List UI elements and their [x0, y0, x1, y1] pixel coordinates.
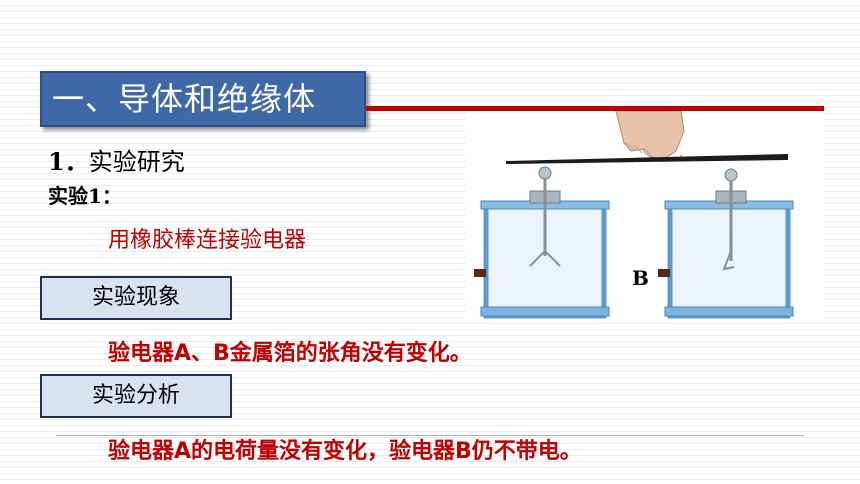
slide-title: 一、导体和绝缘体: [40, 71, 366, 127]
section-number: 1．: [48, 147, 89, 176]
phenomenon-label: 实验现象: [40, 276, 232, 320]
analysis-label: 实验分析: [40, 374, 232, 418]
experiment-label: 实验1：: [48, 184, 122, 208]
analysis-text: 验电器A的电荷量没有变化，验电器B仍不带电。: [108, 439, 582, 464]
electroscope-a: [474, 166, 610, 319]
section-heading: 1．实验研究: [48, 142, 185, 177]
electroscope-photo: A B: [447, 110, 823, 322]
section-text: 实验研究: [88, 148, 185, 176]
title-underline: [366, 106, 824, 111]
hand-illustration: [615, 110, 685, 162]
instruction-text: 用橡胶棒连接验电器: [108, 228, 307, 253]
phenomenon-text: 验电器A、B金属箔的张角没有变化。: [108, 341, 472, 366]
rubber-rod: [506, 154, 788, 164]
electroscope-b: [658, 168, 794, 319]
divider-line: [56, 435, 804, 436]
label-b: B: [632, 266, 649, 290]
